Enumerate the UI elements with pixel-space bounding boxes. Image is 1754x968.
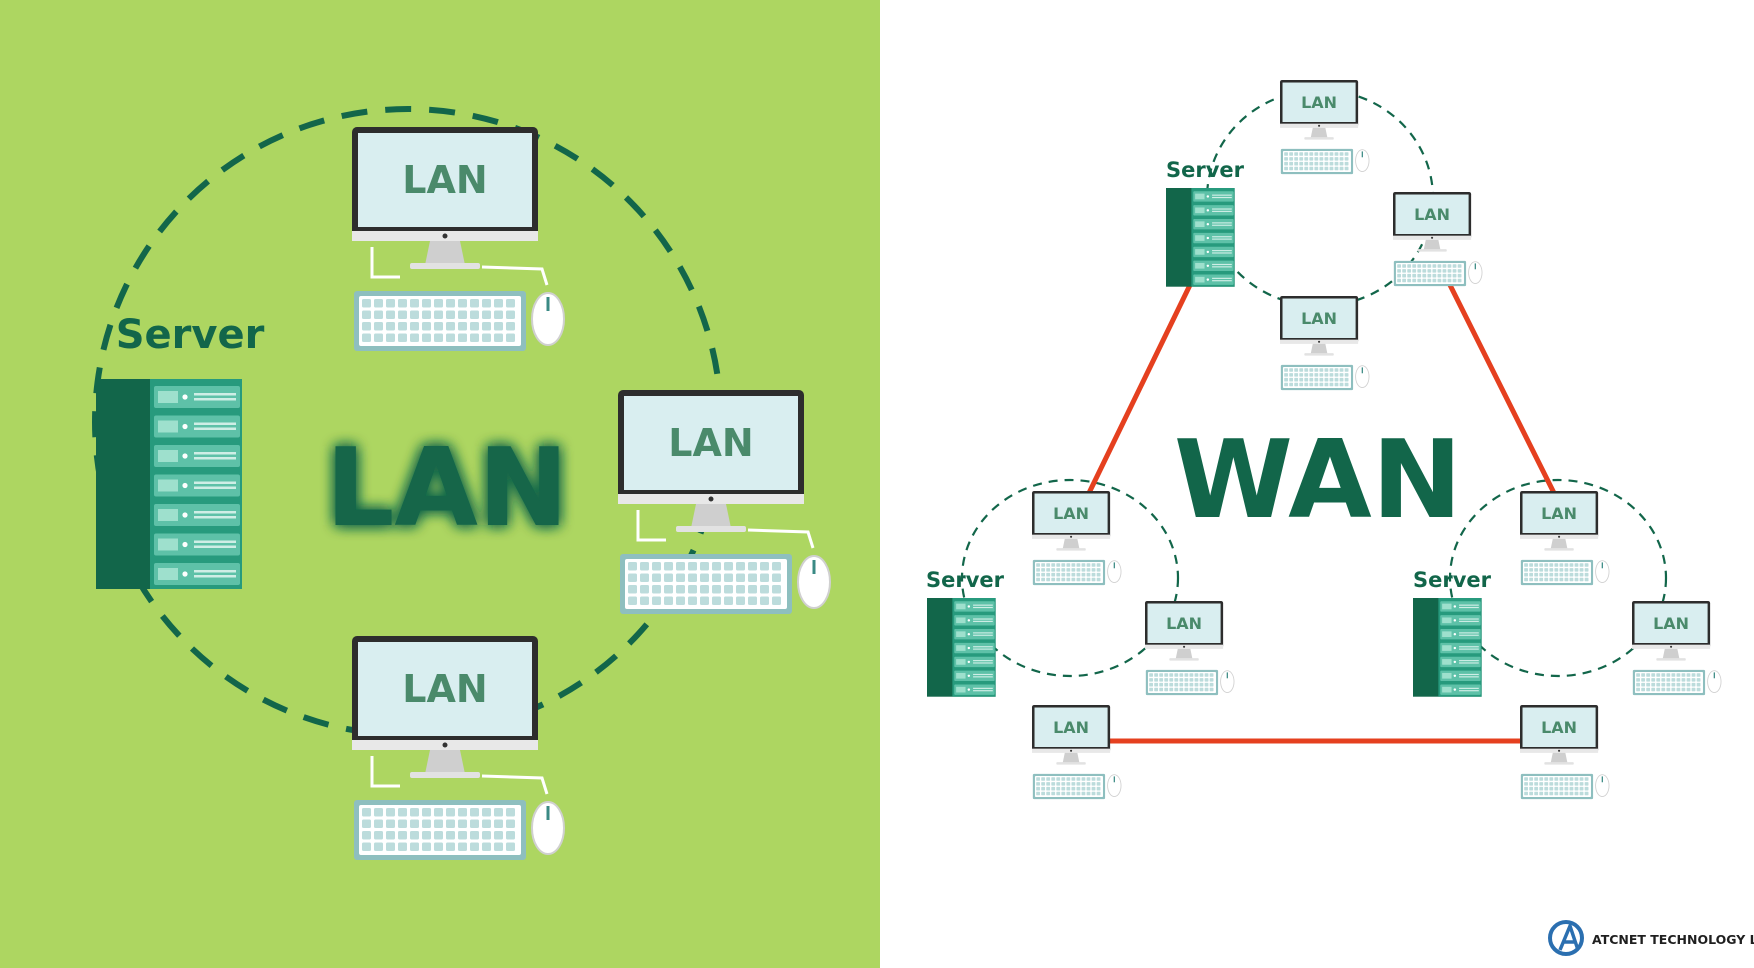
computer-label: LAN: [402, 158, 487, 202]
lan-server-rack-icon: [96, 379, 242, 589]
wan-link-top-left: [1085, 282, 1193, 498]
mouse-icon: [531, 292, 565, 346]
wan-title: WAN: [1174, 418, 1462, 543]
wan-cluster-3-computer-2: LAN: [1632, 601, 1722, 696]
keyboard-icon: [1393, 260, 1467, 287]
wan-cluster-1-server-label: Server: [1166, 158, 1245, 182]
computer-label: LAN: [1301, 309, 1337, 328]
keyboard-icon: [1032, 559, 1106, 586]
wan-cluster-3-server-rack-icon: [1413, 598, 1482, 697]
keyboard-icon: [1280, 148, 1354, 175]
mouse-icon: [1355, 149, 1370, 172]
computer-label: LAN: [1053, 504, 1089, 523]
lan-title: LAN: [326, 426, 569, 551]
mouse-icon: [797, 555, 831, 609]
wan-cluster-3-computer-1: LAN: [1520, 491, 1610, 586]
keyboard-icon: [1280, 364, 1354, 391]
mouse-icon: [1220, 670, 1235, 693]
mouse-icon: [1107, 774, 1122, 797]
computer-label: LAN: [668, 421, 753, 465]
company-logo: ATCNET TECHNOLOGY LIMITED: [1548, 920, 1754, 956]
wan-cluster-2-computer-2: LAN: [1145, 601, 1235, 696]
keyboard-icon: [1520, 773, 1594, 800]
computer-label: LAN: [1541, 504, 1577, 523]
keyboard-icon: [1632, 669, 1706, 696]
computer-label: LAN: [1541, 718, 1577, 737]
keyboard-icon: [1032, 773, 1106, 800]
computer-label: LAN: [1301, 93, 1337, 112]
lan-computer-2: LAN: [618, 390, 831, 614]
mouse-icon: [1595, 560, 1610, 583]
mouse-icon: [1468, 261, 1483, 284]
lan-server-label: Server: [116, 312, 265, 358]
computer-label: LAN: [1166, 614, 1202, 633]
keyboard-icon: [1145, 669, 1219, 696]
wan-link-top-right: [1447, 282, 1558, 498]
lan-computer-3: LAN: [352, 636, 565, 860]
computer-label: LAN: [1414, 205, 1450, 224]
keyboard-icon: [354, 291, 526, 351]
wan-cluster-3-server-label: Server: [1413, 568, 1492, 592]
wan-cluster-2-computer-1: LAN: [1032, 491, 1122, 586]
computer-label: LAN: [1053, 718, 1089, 737]
logo-icon: [1548, 920, 1584, 956]
mouse-icon: [1107, 560, 1122, 583]
computer-label: LAN: [402, 667, 487, 711]
wan-cluster-3-ring: [1448, 478, 1668, 678]
mouse-icon: [1707, 670, 1722, 693]
keyboard-icon: [620, 554, 792, 614]
wan-cluster-2-server-rack-icon: [927, 598, 996, 697]
mouse-icon: [1595, 774, 1610, 797]
wan-cluster-1-server-rack-icon: [1166, 188, 1235, 287]
wan-cluster-1-computer-1: LAN: [1280, 80, 1370, 175]
wan-cluster-2-computer-3: LAN: [1032, 705, 1122, 800]
mouse-icon: [1355, 365, 1370, 388]
computer-label: LAN: [1653, 614, 1689, 633]
keyboard-icon: [1520, 559, 1594, 586]
keyboard-icon: [354, 800, 526, 860]
wan-cluster-2-server-label: Server: [926, 568, 1005, 592]
lan-computer-1: LAN: [352, 127, 565, 351]
wan-cluster-1-computer-3: LAN: [1280, 296, 1370, 391]
mouse-icon: [531, 801, 565, 855]
wan-cluster-1-computer-2: LAN: [1393, 192, 1483, 287]
wan-cluster-3-computer-3: LAN: [1520, 705, 1610, 800]
wan-cluster-2-ring: [960, 478, 1180, 678]
company-name: ATCNET TECHNOLOGY LIMITED: [1592, 932, 1754, 947]
